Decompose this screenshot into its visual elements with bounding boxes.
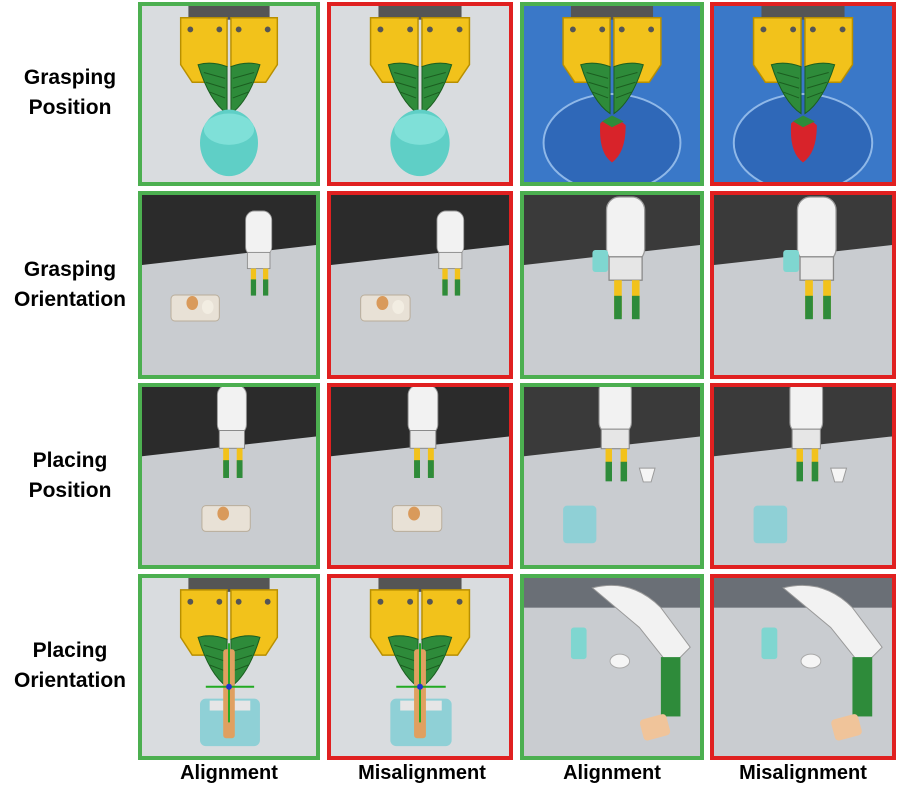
scene-photo bbox=[714, 387, 892, 565]
row-label-line1: Placing bbox=[32, 639, 108, 662]
panel-robot-place-toaster-alignment bbox=[520, 383, 704, 569]
panel-robot-cup-grasp-misalignment bbox=[710, 191, 896, 379]
scene-photo bbox=[331, 578, 509, 756]
scene-photo bbox=[524, 387, 700, 565]
panel-robot-place-egg-misalignment bbox=[327, 383, 513, 569]
panel-gripper-bread-toaster-misalignment bbox=[327, 574, 513, 760]
row-label-line2: Orientation bbox=[13, 288, 126, 311]
panel-robot-egg-carton-misalignment bbox=[327, 191, 513, 379]
row-label-line2: Position bbox=[28, 479, 112, 502]
scene-photo bbox=[524, 6, 700, 182]
panel-robot-kitchen-table-alignment bbox=[520, 574, 704, 760]
scene-photo bbox=[714, 195, 892, 375]
column-label-alignment: Alignment bbox=[180, 762, 278, 784]
scene-photo bbox=[142, 578, 316, 756]
scene-photo bbox=[331, 387, 509, 565]
scene-photo bbox=[524, 195, 700, 375]
row-label-line2: Orientation bbox=[13, 669, 126, 692]
panel-gripper-cup-alignment bbox=[138, 2, 320, 186]
row-label-line1: Grasping bbox=[23, 66, 117, 89]
panel-robot-kitchen-table-misalignment bbox=[710, 574, 896, 760]
panel-robot-place-toaster-misalignment bbox=[710, 383, 896, 569]
scene-photo bbox=[524, 578, 700, 756]
row-label-grasping-position: Grasping Position bbox=[0, 63, 140, 123]
panel-robot-cup-grasp-alignment bbox=[520, 191, 704, 379]
row-label-placing-position: Placing Position bbox=[0, 446, 140, 506]
column-label-misalignment: Misalignment bbox=[739, 762, 867, 784]
row-label-line2: Position bbox=[28, 96, 112, 119]
scene-photo bbox=[331, 6, 509, 182]
column-label-alignment: Alignment bbox=[563, 762, 661, 784]
row-label-line1: Grasping bbox=[23, 258, 117, 281]
scene-photo bbox=[142, 387, 316, 565]
panel-gripper-bread-toaster-alignment bbox=[138, 574, 320, 760]
scene-photo bbox=[142, 195, 316, 375]
panel-gripper-cup-misalignment bbox=[327, 2, 513, 186]
panel-gripper-strawberry-alignment bbox=[520, 2, 704, 186]
row-label-line1: Placing bbox=[32, 449, 108, 472]
scene-photo bbox=[331, 195, 509, 375]
panel-gripper-strawberry-misalignment bbox=[710, 2, 896, 186]
scene-photo bbox=[714, 6, 892, 182]
panel-robot-place-egg-alignment bbox=[138, 383, 320, 569]
panel-robot-egg-carton-alignment bbox=[138, 191, 320, 379]
row-label-grasping-orientation: Grasping Orientation bbox=[0, 255, 140, 315]
column-label-misalignment: Misalignment bbox=[358, 762, 486, 784]
row-label-placing-orientation: Placing Orientation bbox=[0, 636, 140, 696]
scene-photo bbox=[714, 578, 892, 756]
scene-photo bbox=[142, 6, 316, 182]
